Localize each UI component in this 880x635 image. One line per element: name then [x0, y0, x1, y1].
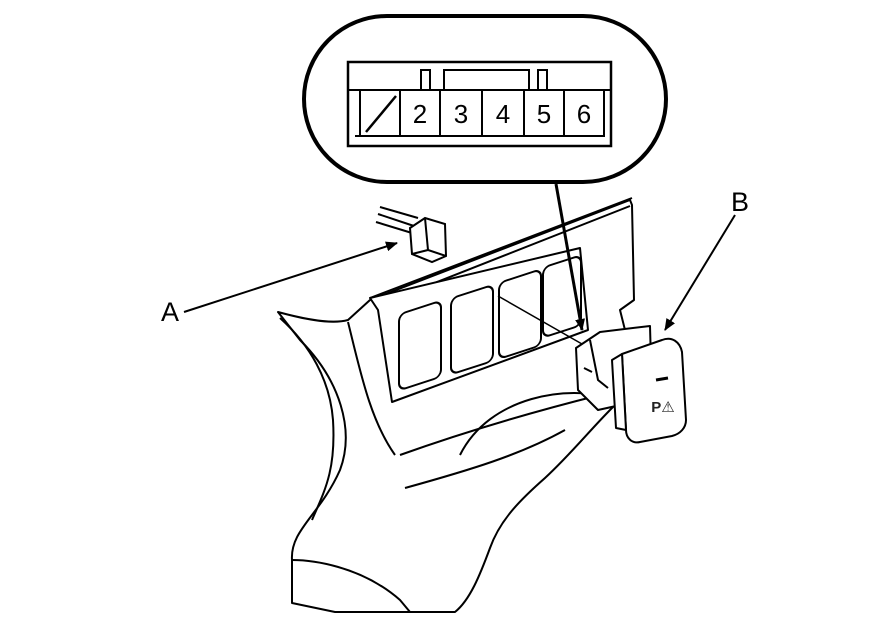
- switch-b: P⚠: [575, 325, 687, 444]
- panel-top-ridge: [369, 197, 633, 299]
- blank-switch-opening: [498, 270, 542, 359]
- inset-pointer-arrow: [554, 183, 585, 331]
- blank-switch-opening: [450, 285, 494, 374]
- harness-wire: [379, 206, 419, 219]
- panel-bottom-shroud: [291, 559, 411, 613]
- inset-pointer-thin: [497, 295, 583, 345]
- dashboard-panel: [277, 197, 635, 613]
- terminal-cell: [439, 89, 483, 137]
- connector-inset: 2 3 4 5 6: [302, 14, 668, 184]
- connector-key-right: [537, 69, 548, 91]
- blank-switch-opening: [398, 301, 442, 390]
- connector-latch: [443, 69, 530, 91]
- terminal-label: 5: [537, 99, 551, 129]
- terminal-label: 4: [496, 99, 510, 129]
- blank-terminal-slash: [365, 95, 397, 133]
- terminal-cell: [481, 89, 525, 137]
- panel-knee-recess: [404, 429, 566, 489]
- terminal-cell: [523, 89, 565, 137]
- switch-b-indicator: [655, 376, 669, 382]
- callout-b: B: [731, 187, 749, 217]
- terminal-label: 3: [454, 99, 468, 129]
- leader-b-arrow: [664, 214, 736, 331]
- harness-wire: [375, 221, 413, 234]
- terminal-label: 6: [577, 99, 591, 129]
- panel-side-face: [279, 317, 335, 521]
- panel-lower-contour: [399, 394, 601, 456]
- leader-lines: [183, 183, 736, 345]
- terminal-cell: [563, 89, 605, 137]
- switch-b-face: [621, 337, 687, 444]
- connector-key-left: [420, 69, 431, 91]
- harness-wire: [377, 213, 415, 227]
- switch-b-symbol: P⚠: [651, 399, 674, 416]
- panel-side-face-2: [347, 321, 396, 456]
- terminal-label: 2: [413, 99, 427, 129]
- harness-connector-a: [375, 206, 448, 264]
- callout-a: A: [161, 297, 179, 327]
- leader-a-arrow: [183, 241, 398, 313]
